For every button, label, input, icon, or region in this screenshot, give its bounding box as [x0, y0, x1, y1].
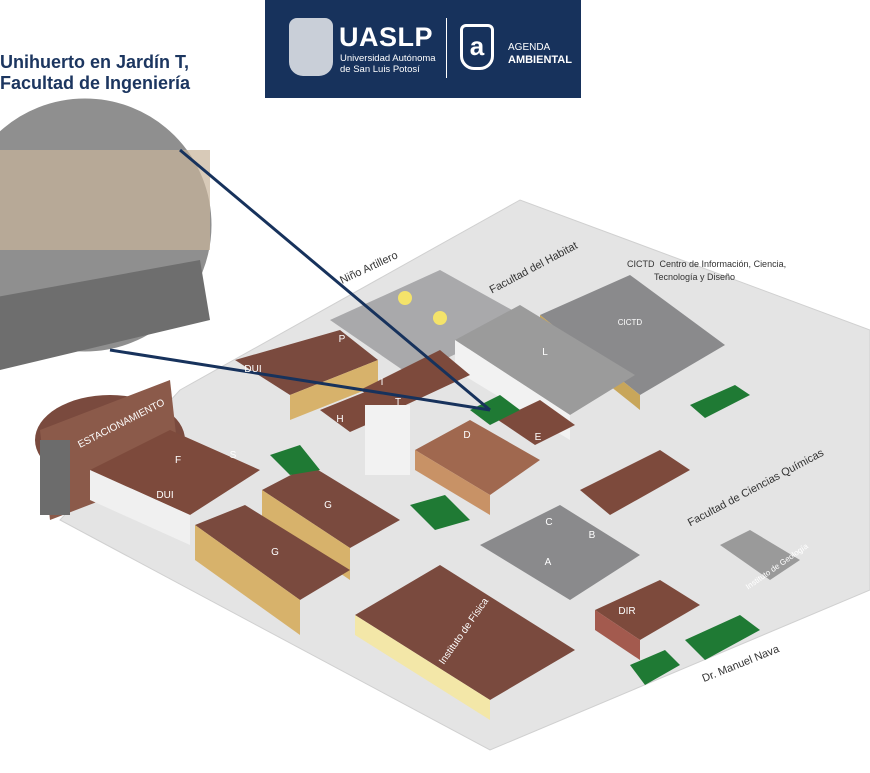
university-line-2: de San Luis Potosí — [340, 64, 420, 75]
building-label: I — [381, 377, 384, 388]
cictd-legend: CICTD Centro de Información, Ciencia, Te… — [627, 258, 786, 284]
banner-divider — [446, 18, 447, 78]
cictd-name-line-1: Centro de Información, Ciencia, — [659, 259, 787, 269]
building-d — [415, 420, 540, 495]
building-label: B — [589, 530, 596, 541]
building-f — [90, 430, 260, 515]
university-name: Universidad Autónoma de San Luis Potosí — [340, 53, 436, 75]
agenda-ambiental-label: AGENDA AMBIENTAL — [508, 42, 572, 67]
agenda-line-1: AGENDA — [508, 42, 551, 53]
building-label: F — [175, 455, 181, 466]
building-label: H — [336, 414, 343, 425]
building-label: D — [463, 430, 470, 441]
building-label: C — [545, 517, 552, 528]
uaslp-crest-icon — [289, 18, 333, 76]
building-instituto-geologia — [720, 530, 800, 580]
building-label: DUI — [244, 364, 261, 375]
uaslp-logo-text: UASLP — [339, 22, 434, 52]
agenda-line-2: AMBIENTAL — [508, 54, 572, 66]
building-label: S — [230, 450, 237, 461]
building-g-west — [195, 505, 350, 600]
cictd-code: CICTD — [627, 259, 655, 269]
building-label: G — [271, 547, 279, 558]
building-l — [455, 305, 635, 415]
building-dir — [595, 580, 700, 640]
building-cictd — [540, 275, 725, 395]
caption-line-1: Unihuerto en Jardín T, — [0, 52, 190, 72]
building-label: A — [545, 557, 552, 568]
university-line-1: Universidad Autónoma — [340, 53, 436, 64]
building-abc — [480, 505, 640, 600]
green-areas — [270, 385, 760, 685]
agenda-ambiental-icon: a — [460, 24, 494, 70]
building-label: P — [339, 334, 346, 345]
building-g-east — [262, 465, 400, 548]
building-label: T — [395, 397, 401, 408]
building-label: DUI — [156, 490, 173, 501]
building-label-cictd: CICTD — [618, 318, 643, 327]
building-label: DIR — [618, 606, 635, 617]
sports-court — [330, 270, 530, 375]
building-label: L — [542, 347, 548, 358]
building-t-tower — [365, 405, 410, 475]
building-quimicas — [580, 450, 690, 515]
cictd-name-line-2: Tecnología y Diseño — [654, 272, 736, 282]
caption-line-2: Facultad de Ingeniería — [0, 73, 191, 93]
building-label: E — [535, 432, 542, 443]
building-instituto-fisica — [355, 565, 575, 700]
building-p — [235, 330, 378, 395]
building-label: G — [324, 500, 332, 511]
map-caption: Unihuerto en Jardín T, Facultad de Ingen… — [0, 52, 190, 94]
uaslp-banner: UASLP Universidad Autónoma de San Luis P… — [265, 0, 581, 98]
